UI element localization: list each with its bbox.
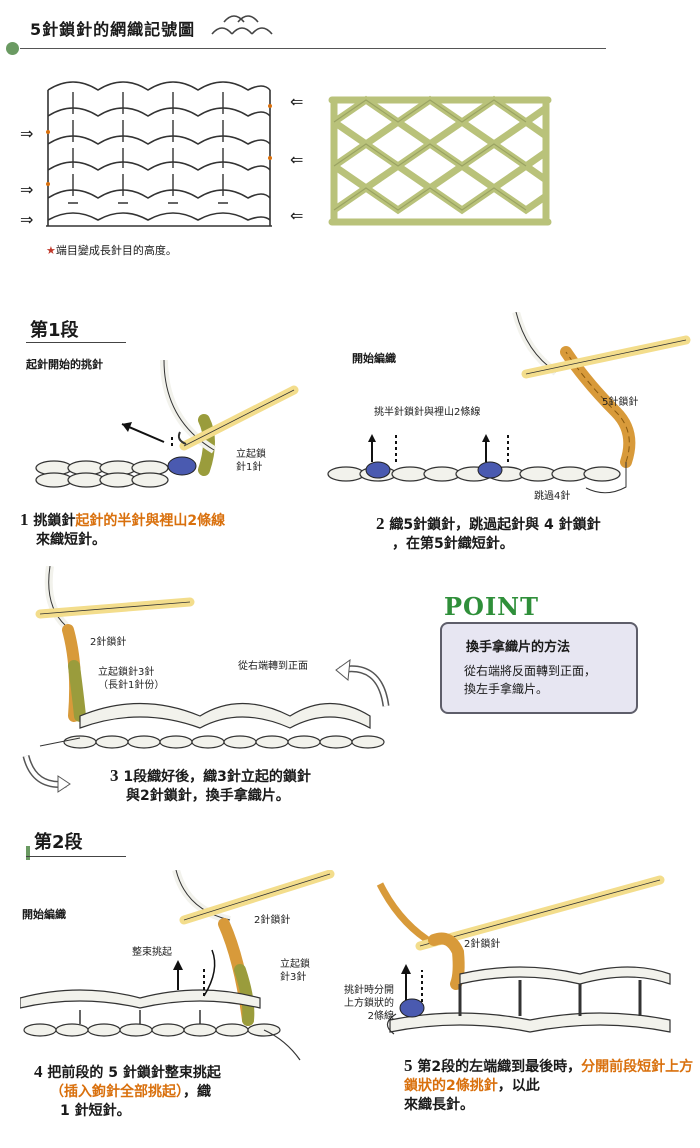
row-arrow-left-1: ⇒ bbox=[20, 124, 33, 143]
step5-caption: 5 第2段的左端織到最後時，分開前段短針上方鎖狀的2條挑針，以此 來織長針。 bbox=[404, 1056, 694, 1115]
label-pick-half: 挑半針鎖針與裡山2條線 bbox=[374, 406, 480, 419]
chart-note-text: 端目變成長針目的高度。 bbox=[56, 244, 177, 257]
step2-number: 2 bbox=[376, 514, 385, 533]
label-standing-chain-3b: 立起鎖 針3針 bbox=[280, 958, 310, 984]
label-chain2a: 2針鎖針 bbox=[254, 914, 290, 927]
step5-pre: 第2段的左端織到最後時， bbox=[417, 1059, 581, 1075]
label-chain2b: 2針鎖針 bbox=[464, 938, 500, 951]
step1-text-pre: 挑鎖針 bbox=[33, 513, 75, 529]
header-rule bbox=[20, 48, 606, 49]
step1-text-highlight: 起針的半針與裡山2條線 bbox=[75, 513, 225, 529]
step4-post: ，織 bbox=[183, 1084, 211, 1100]
step1-illustration bbox=[14, 350, 314, 510]
row-arrow-right-2: ⇐ bbox=[290, 150, 303, 169]
step4-highlight: （插入鉤針全部挑起） bbox=[34, 1084, 183, 1100]
row-arrow-right-3: ⇐ bbox=[290, 206, 303, 225]
step1-caption: 1 挑鎖針起針的半針與裡山2條線 來織短針。 bbox=[20, 510, 310, 550]
step2-line2: ，在第5針織短針。 bbox=[376, 536, 514, 552]
label-standing-chain-3: 立起鎖針3針 （長針1針份） bbox=[98, 666, 164, 692]
header-bullet bbox=[6, 42, 19, 55]
point-body-line2: 換左手拿織片。 bbox=[464, 680, 548, 698]
title-arcs-icon bbox=[208, 10, 278, 36]
step1-number: 1 bbox=[20, 510, 29, 529]
step5-illustration bbox=[360, 874, 690, 1054]
row-arrow-left-3: ⇒ bbox=[20, 210, 33, 229]
step3-number: 3 bbox=[110, 766, 119, 785]
step4-line1: 把前段的 5 針鎖針整束挑起 bbox=[47, 1065, 221, 1081]
chart-note: ★端目變成長針目的高度。 bbox=[46, 242, 177, 258]
section1-title: 第1段 bbox=[30, 316, 79, 342]
symbol-chart bbox=[38, 70, 288, 240]
step4-line3: 1 針短針。 bbox=[34, 1103, 131, 1119]
step5-line3: 來織長針。 bbox=[404, 1097, 474, 1113]
step2-line1: 織5針鎖針，跳過起針與 4 針鎖針 bbox=[389, 517, 600, 533]
section2-rule bbox=[26, 856, 126, 857]
section2-marker bbox=[26, 846, 30, 860]
row-arrow-left-2: ⇒ bbox=[20, 180, 33, 199]
label-standing-chain-1: 立起鎖 針1針 bbox=[236, 448, 266, 474]
step3-line1: 1段織好後，織3針立起的鎖針 bbox=[123, 769, 310, 785]
row-arrow-right-1: ⇐ bbox=[290, 92, 303, 111]
step4-caption: 4 把前段的 5 針鎖針整束挑起 （插入鉤針全部挑起），織 1 針短針。 bbox=[34, 1062, 334, 1121]
section2-title: 第2段 bbox=[34, 828, 83, 854]
label-skip4: 跳過4針 bbox=[534, 490, 570, 503]
step5-post: ，以此 bbox=[498, 1078, 540, 1094]
step5-number: 5 bbox=[404, 1056, 413, 1075]
page-title: 5針鎖針的網織記號圖 bbox=[30, 16, 195, 40]
point-subtitle: 換手拿織片的方法 bbox=[466, 636, 570, 655]
label-chain5: 5針鎖針 bbox=[602, 396, 638, 409]
label-split: 挑針時分開 上方鎖狀的 2條線 bbox=[330, 984, 394, 1023]
step1-text-post: 來織短針。 bbox=[20, 532, 106, 548]
step4-number: 4 bbox=[34, 1062, 43, 1081]
section1-rule bbox=[26, 342, 126, 343]
step3-line2: 與2針鎖針，換手拿織片。 bbox=[110, 788, 290, 804]
mesh-swatch-photo bbox=[322, 82, 558, 234]
star-icon: ★ bbox=[46, 244, 56, 257]
label-chain2: 2針鎖針 bbox=[90, 636, 126, 649]
point-body-line1: 從右端將反面轉到正面， bbox=[464, 662, 596, 680]
point-heading: POINT bbox=[444, 592, 539, 621]
step3-caption: 3 1段織好後，織3針立起的鎖針 與2針鎖針，換手拿織片。 bbox=[110, 766, 410, 806]
label-bundle: 整束挑起 bbox=[132, 946, 172, 959]
label-turn-right: 從右端轉到正面 bbox=[238, 660, 308, 673]
step2-caption: 2 織5針鎖針，跳過起針與 4 針鎖針 ，在第5針織短針。 bbox=[376, 514, 696, 554]
point-box: 換手拿織片的方法 從右端將反面轉到正面， 換左手拿織片。 bbox=[440, 622, 638, 714]
